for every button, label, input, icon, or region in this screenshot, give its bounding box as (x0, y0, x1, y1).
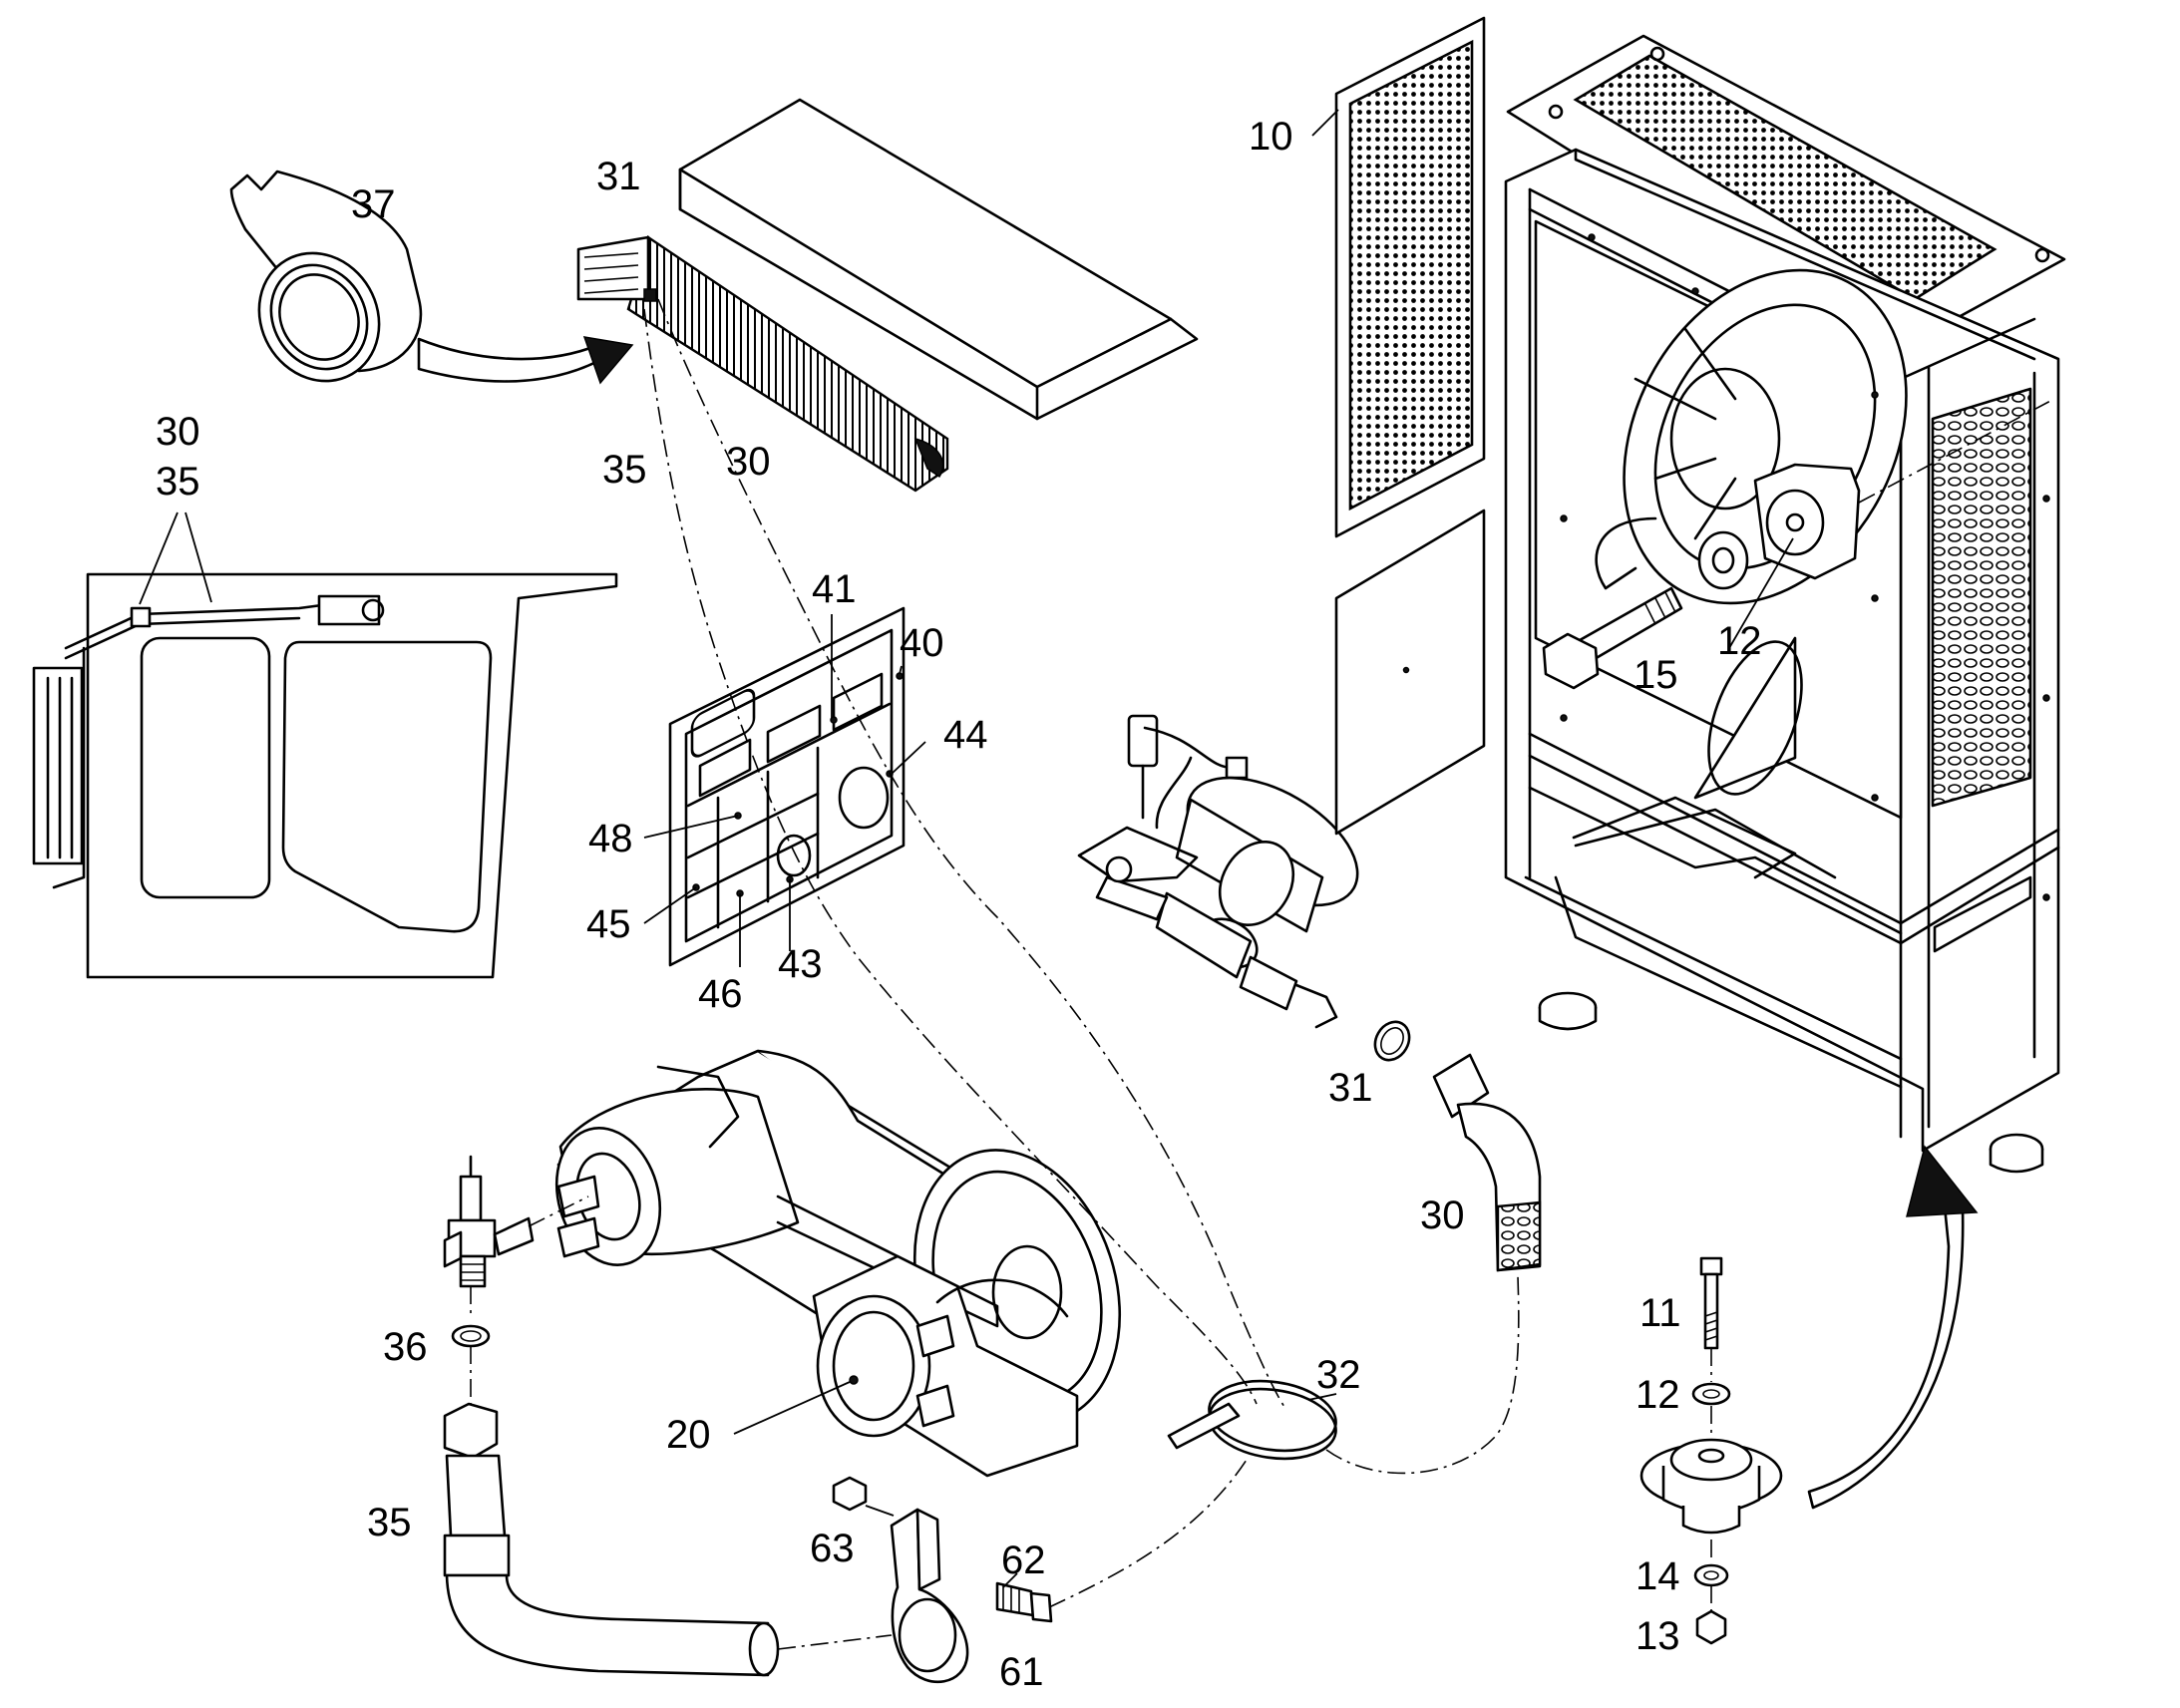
part-label-lbl-32: 32 (1316, 1353, 1361, 1397)
part-label-lbl-12-lower: 12 (1635, 1373, 1680, 1417)
part-label-lbl-62: 62 (1001, 1538, 1046, 1582)
hose-elbow-right (1432, 1053, 1542, 1272)
part-label-lbl-45: 45 (586, 902, 631, 946)
part-labels: 37 31 10 30 35 35 30 41 40 44 48 45 43 46 12 15 31 30 36 32… (156, 115, 1762, 1694)
evaporator-housing (678, 98, 1199, 421)
part-label-lbl-37: 37 (351, 182, 396, 226)
part-label-lbl-11: 11 (1639, 1291, 1681, 1335)
tape-roll (229, 170, 634, 385)
part-label-lbl-12-upper: 12 (1717, 619, 1762, 663)
part-label-lbl-44: 44 (943, 713, 988, 757)
compressor-assembly (554, 1049, 1122, 1478)
hose-elbow-left (443, 1402, 780, 1677)
part-label-lbl-30-upper: 30 (726, 440, 771, 484)
part-label-lbl-15: 15 (1634, 653, 1678, 697)
decal-panel (643, 606, 926, 967)
condenser-frame (1504, 34, 2066, 1174)
part-label-lbl-10: 10 (1249, 115, 1293, 159)
receiver-drier (1077, 714, 1359, 1029)
part-label-lbl-46: 46 (698, 972, 743, 1016)
grille-panel (1311, 16, 1486, 836)
part-label-lbl-43: 43 (778, 942, 823, 986)
assembly-arrows (1807, 1145, 1979, 1510)
part-label-lbl-35-left: 35 (156, 460, 200, 504)
part-label-lbl-41: 41 (812, 567, 857, 611)
part-label-lbl-31-top: 31 (596, 155, 641, 198)
part-label-lbl-13: 13 (1635, 1614, 1680, 1658)
hose-clamp (1167, 1379, 1337, 1461)
part-label-lbl-30-right: 30 (1420, 1194, 1465, 1237)
evaporator-coil (576, 234, 949, 493)
p-clamp (832, 1476, 1053, 1684)
part-label-lbl-31-mid: 31 (1328, 1066, 1373, 1110)
part-label-lbl-40: 40 (900, 621, 944, 665)
part-label-lbl-30-left: 30 (156, 410, 200, 454)
part-label-lbl-61: 61 (999, 1650, 1044, 1694)
part-label-lbl-63: 63 (810, 1527, 855, 1570)
o-ring (1373, 1020, 1411, 1062)
part-label-lbl-20: 20 (666, 1413, 711, 1457)
part-label-lbl-35-bottom: 35 (367, 1501, 412, 1544)
vehicle-side-view (32, 512, 618, 979)
isolator-mount (1639, 1256, 1783, 1645)
part-label-lbl-36: 36 (383, 1325, 428, 1369)
service-valve (443, 1155, 589, 1406)
part-label-lbl-14: 14 (1635, 1554, 1680, 1598)
part-label-lbl-48: 48 (588, 817, 633, 860)
part-label-lbl-35-upper: 35 (602, 448, 647, 492)
routing-lines (643, 298, 1520, 1650)
